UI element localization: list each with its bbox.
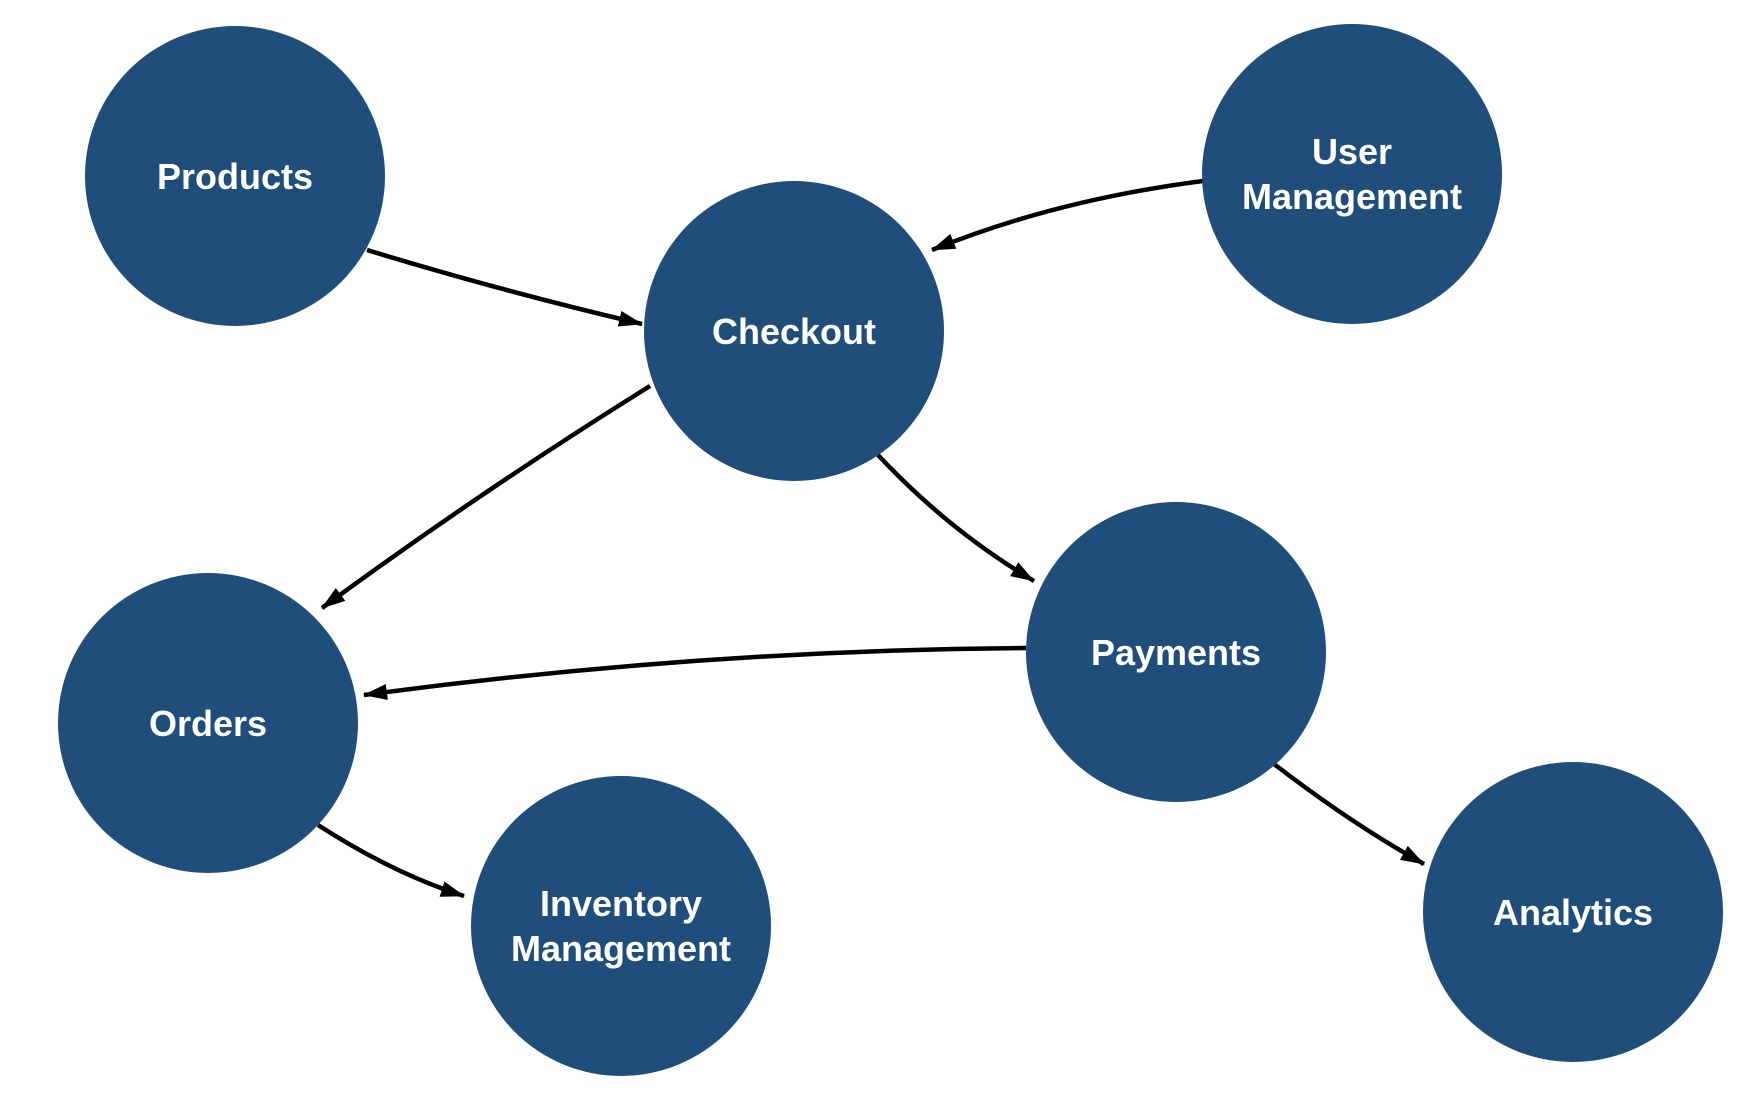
edge-checkout-to-payments	[876, 453, 1036, 583]
edge-products-to-checkout	[366, 247, 643, 327]
node-label-analytics: Analytics	[1492, 891, 1654, 933]
node-analytics[interactable]: Analytics	[1423, 762, 1723, 1062]
node-label-checkout: Checkout	[711, 310, 877, 352]
edge-orders-to-inventory-management	[316, 823, 465, 899]
node-checkout[interactable]: Checkout	[644, 181, 944, 481]
node-label-orders: Orders	[148, 702, 268, 744]
edge-payments-to-orders	[363, 645, 1027, 700]
node-label-inventory-management: Inventory Management	[510, 883, 732, 969]
node-products[interactable]: Products	[85, 26, 385, 326]
node-label-payments: Payments	[1090, 631, 1262, 673]
edge-payments-to-analytics	[1272, 762, 1426, 866]
edge-checkout-to-orders	[320, 384, 652, 610]
node-label-products: Products	[156, 155, 314, 197]
edge-user-management-to-checkout	[931, 178, 1204, 253]
node-inventory-management[interactable]: Inventory Management	[471, 776, 771, 1076]
node-orders[interactable]: Orders	[58, 573, 358, 873]
node-payments[interactable]: Payments	[1026, 502, 1326, 802]
node-label-user-management: User Management	[1241, 131, 1463, 217]
node-user-management[interactable]: User Management	[1202, 24, 1502, 324]
